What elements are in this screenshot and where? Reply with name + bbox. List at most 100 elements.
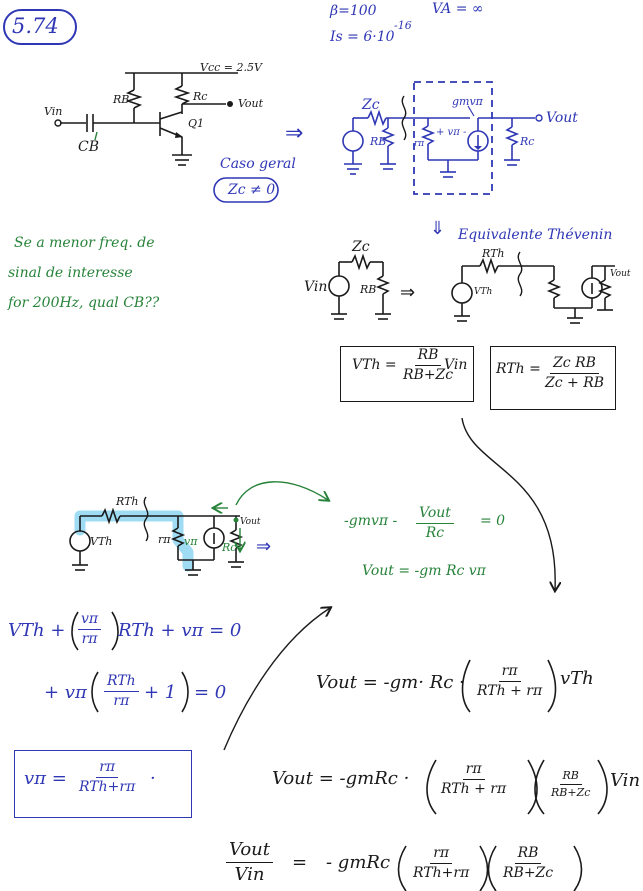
result2-den1: RTh + rπ [441, 781, 507, 798]
kcl-eq1-lhs: -gmvπ - [344, 513, 398, 529]
result3-num2: RB [514, 845, 542, 865]
result1-num: rπ [498, 663, 521, 683]
kcl-eq1-fraction: Vout Rc [416, 505, 454, 542]
beta-value: β=100 [330, 3, 377, 19]
gm-label: gmvπ [452, 95, 483, 108]
result3-fraction2: RB RB+Zc [500, 845, 556, 882]
kvl-eq1-a: VTh + [8, 620, 66, 641]
rb-label: RB [113, 93, 130, 106]
thevenin-vout-label: Vout [610, 269, 631, 279]
rth-fraction: Zc RB Zc + RB [542, 355, 607, 392]
rc-label: Rc [193, 90, 208, 103]
result2-num1: rπ [462, 761, 485, 781]
result3-num1: rπ [430, 845, 453, 865]
rth-formula-box [490, 346, 616, 410]
c3-rth-label: RTh [116, 495, 139, 508]
result3-mid: - gmRc [326, 852, 391, 873]
svg-text:⇓: ⇓ [430, 218, 445, 239]
problem-number: 5.74 [12, 14, 59, 38]
result3-den1: RTh+rπ [413, 865, 470, 882]
vth-lhs: VTh = [352, 357, 397, 373]
kvl-eq3-fraction: rπ RTh+rπ [76, 759, 138, 796]
kvl-eq1-fraction: vπ rπ [78, 611, 102, 648]
vin-terminal [54, 119, 62, 127]
rb-small-label: RB [370, 135, 387, 148]
kvl-eq2-den: rπ [113, 693, 130, 710]
kvl-eq3-den: RTh+rπ [79, 779, 136, 796]
kvl-eq3-a: vπ = [24, 768, 67, 789]
result2-lhs: Vout = -gmRc · [272, 768, 410, 789]
result3-den2: RB+Zc [503, 865, 554, 882]
vcc-label: Vcc = 2.5V [200, 61, 262, 74]
vout-terminal [227, 101, 233, 107]
kvl-eq1-num: vπ [78, 611, 102, 631]
zc-label: Zc [362, 97, 380, 113]
thevenin-title: Equivalente Thévenin [458, 227, 613, 243]
question-line3: for 200Hz, qual CB?? [8, 295, 160, 311]
result1-den: RTh + rπ [477, 683, 543, 700]
c3-vout-label: Vout [240, 517, 261, 527]
c3-vpi-label: vπ [184, 535, 198, 548]
kvl-eq3-num: rπ [96, 759, 119, 779]
result2-tail: Vin [610, 770, 641, 791]
result3-fraction1: rπ RTh+rπ [410, 845, 472, 882]
rth-num: Zc RB [550, 355, 599, 375]
result3-lhs-num: Vout [226, 840, 274, 863]
vpi-result-box [14, 750, 192, 818]
question-line2: sinal de interesse [8, 265, 133, 281]
vth-den: RB+Zc [403, 367, 454, 384]
result2-den2: RB+Zc [551, 786, 591, 800]
result1-fraction: rπ RTh + rπ [474, 663, 545, 700]
thevenin-rth-label: RTh [482, 247, 505, 260]
result1-tail: vTh [560, 668, 594, 689]
result3-lhs-fraction: Vout Vin [226, 840, 274, 885]
c3-rpi-label: rπ [158, 533, 171, 546]
c3-rc-label: Rc [222, 541, 237, 554]
thevenin-vth-src-label: VTh [474, 287, 493, 297]
thevenin-vin-label: Vin [304, 279, 328, 295]
svg-text:⇒: ⇒ [256, 536, 271, 557]
result2-fraction2: RB RB+Zc [548, 769, 593, 800]
va-value: VA = ∞ [432, 1, 484, 17]
general-case-condition: Zc ≠ 0 [228, 182, 276, 198]
kvl-eq2-num: RTh [104, 673, 139, 693]
kcl-eq1-rhs: = 0 [480, 513, 506, 529]
result1-lhs: Vout = -gm· Rc · [316, 672, 465, 693]
kvl-eq3-b: · [150, 768, 156, 789]
kvl-eq1-b: RTh + vπ = 0 [118, 620, 242, 641]
vth-formula-box [340, 346, 474, 402]
rc-small-label: Rc [520, 135, 535, 148]
result3-eq: = [292, 852, 308, 873]
emitter-arrow [175, 132, 183, 138]
thevenin-zc-label: Zc [352, 239, 370, 255]
kvl-eq1-den: rπ [81, 631, 98, 648]
result3-lhs-den: Vin [234, 863, 265, 885]
vout-label: Vout [238, 97, 264, 110]
vth-num: RB [414, 347, 442, 367]
vth-tail: Vin [444, 357, 468, 373]
result2-num2: RB [559, 769, 582, 786]
kcl-eq1-den: Rc [425, 525, 445, 542]
cb-label: CB [78, 139, 99, 155]
result2-fraction1: rπ RTh + rπ [438, 761, 509, 798]
svg-text:⇒: ⇒ [400, 282, 415, 303]
is-value: Is = 6·10 [330, 29, 395, 45]
general-case-title: Caso geral [220, 156, 296, 172]
thevenin-rb-label: RB [360, 283, 377, 296]
q1-label: Q1 [188, 117, 205, 130]
kvl-eq2-b: + 1 [144, 682, 177, 703]
vth-fraction: RB RB+Zc [400, 347, 456, 384]
vpi-label: + vπ - [436, 127, 467, 138]
small-signal-vout-terminal [535, 114, 543, 122]
vout-small-label: Vout [546, 110, 578, 126]
question-line1: Se a menor freq. de [14, 235, 155, 251]
svg-text:⇒: ⇒ [285, 121, 303, 146]
kcl-eq2: Vout = -gm Rc vπ [362, 563, 486, 579]
rth-den: Zc + RB [545, 375, 605, 392]
vin-label: Vin [44, 105, 63, 118]
kvl-eq2-a: + vπ [44, 682, 87, 703]
kcl-eq1-num: Vout [416, 505, 454, 525]
is-exponent: -16 [394, 19, 412, 32]
kcl-arrow [235, 481, 328, 506]
c3-vth-label: VTh [90, 535, 113, 548]
